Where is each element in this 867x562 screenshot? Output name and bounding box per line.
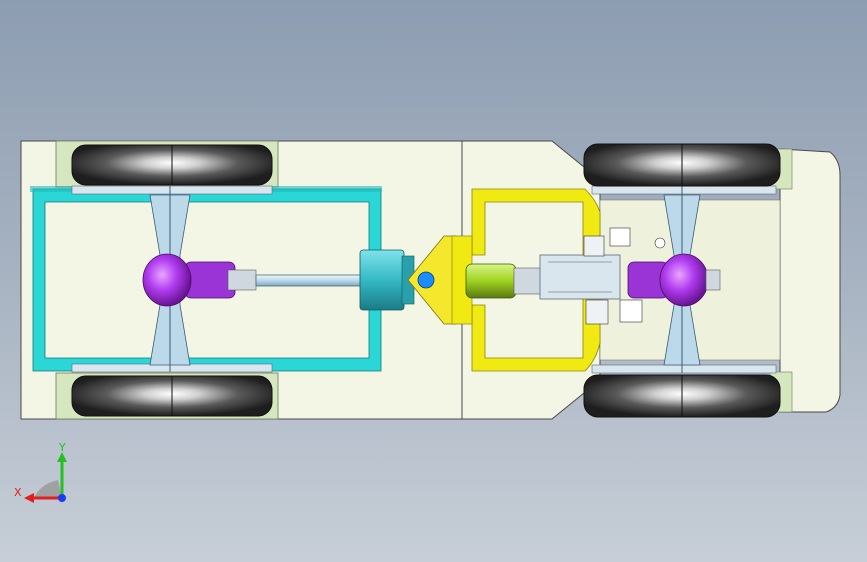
front-right-tire[interactable] (71, 375, 273, 417)
rear-left-tire[interactable] (583, 143, 781, 187)
articulation-pivot[interactable] (407, 235, 473, 325)
front-differential[interactable] (142, 253, 257, 307)
rear-drivetrain-detail[interactable] (539, 227, 666, 325)
x-axis-label: X (14, 486, 22, 499)
y-axis-arrowhead (57, 452, 67, 462)
z-axis-dot (58, 494, 66, 502)
rear-differential[interactable] (627, 253, 721, 307)
y-axis-label: Y (58, 441, 66, 454)
view-orientation-triad-icon[interactable]: Y X (14, 441, 67, 503)
drive-coupling[interactable] (359, 249, 415, 311)
rear-frame[interactable] (471, 188, 601, 372)
rear-right-tire[interactable] (583, 374, 781, 418)
front-left-tire[interactable] (71, 144, 273, 186)
rear-gearbox[interactable] (465, 263, 543, 299)
x-axis-arrowhead (24, 493, 34, 503)
propeller-shaft[interactable] (255, 274, 363, 287)
